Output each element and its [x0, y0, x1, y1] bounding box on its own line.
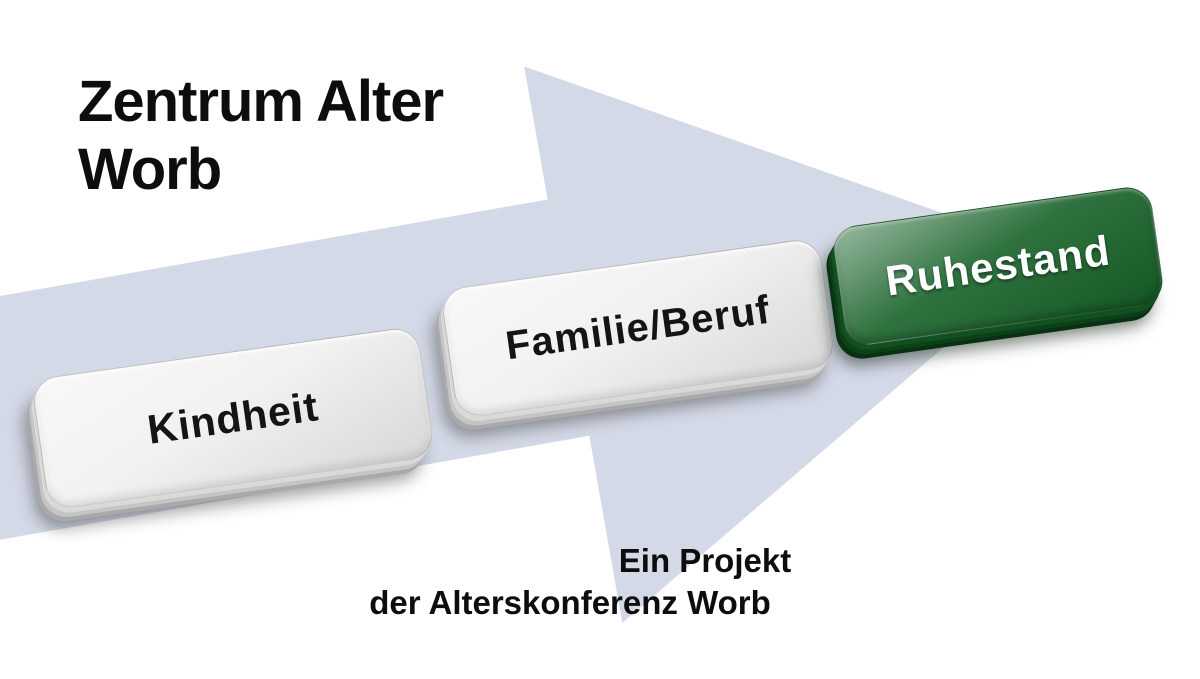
title-line-2: Worb — [78, 137, 222, 203]
page-title: Zentrum Alter Worb — [78, 68, 444, 205]
footer-text: Ein Projekt der Alterskonferenz Worb — [300, 540, 840, 624]
stage-label-familie-beruf: Familie/Beruf — [502, 287, 773, 368]
title-line-1: Zentrum Alter — [78, 69, 444, 134]
stage-label-kindheit: Kindheit — [144, 382, 322, 453]
footer-line-1: Ein Projekt — [618, 542, 792, 579]
stage-label-ruhestand: Ruhestand — [882, 226, 1114, 305]
footer-line-2: der Alterskonferenz Worb — [369, 584, 771, 622]
